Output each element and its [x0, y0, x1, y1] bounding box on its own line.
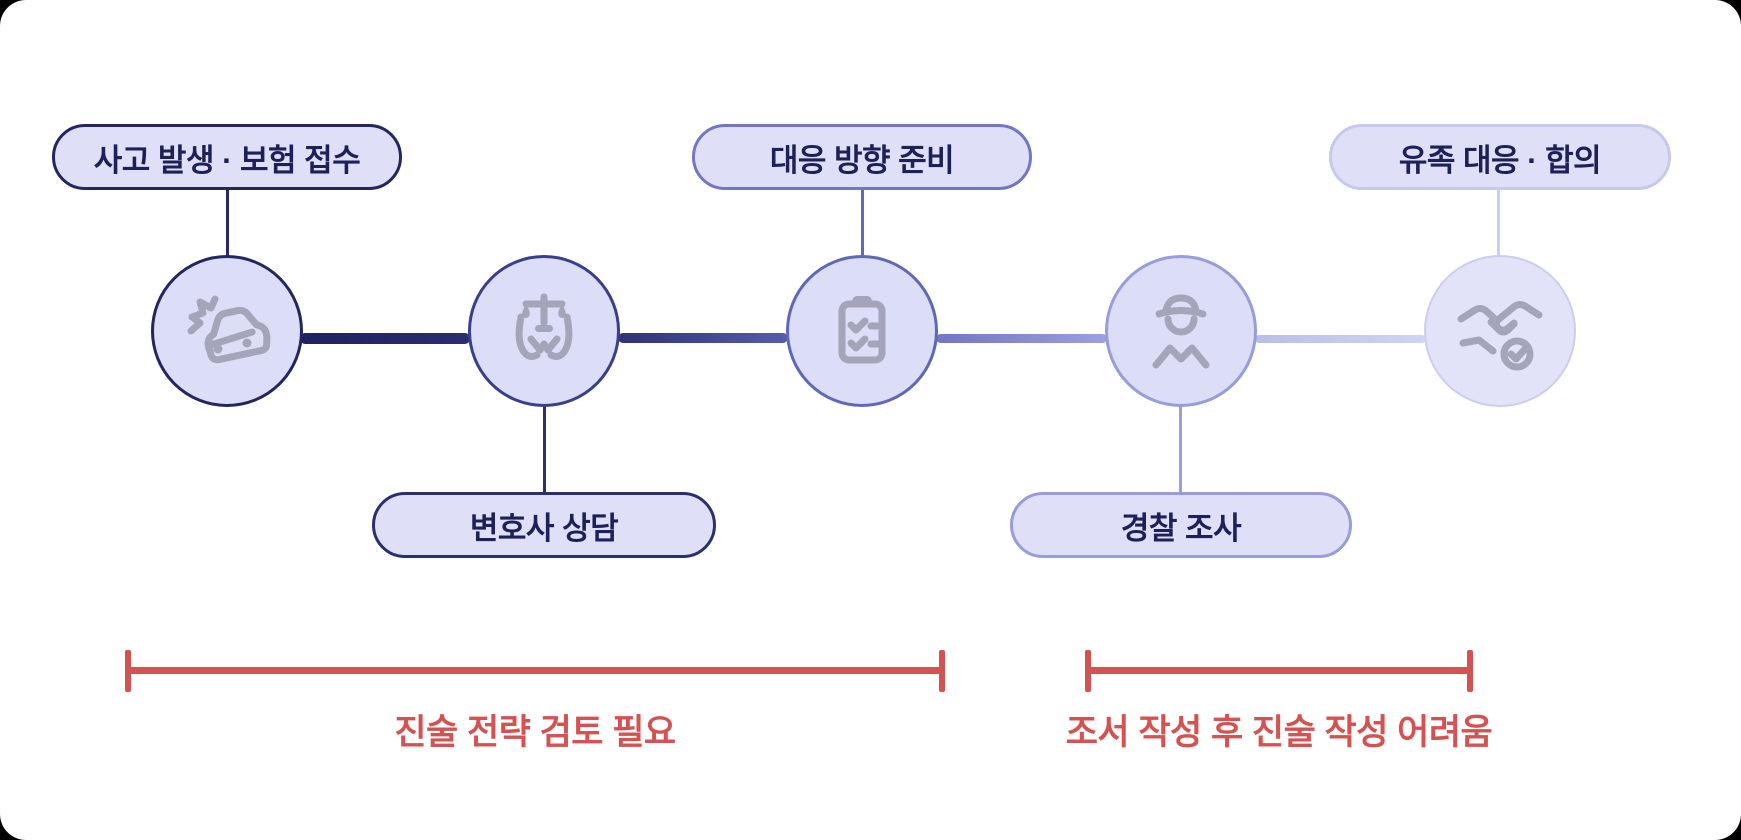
step-label-accident-insurance: 사고 발생 · 보험 접수: [52, 124, 402, 190]
bracket-cap: [1467, 650, 1473, 692]
timeline-segment-2-3: [618, 333, 788, 343]
step-node-lawyer: [468, 255, 620, 407]
connector-accident-label: [226, 190, 229, 256]
timeline-segment-3-4: [936, 334, 1107, 343]
police-officer-icon: [1152, 294, 1210, 369]
connector-lawyer-label: [543, 406, 546, 494]
step-label-response-prep: 대응 방향 준비: [692, 124, 1032, 190]
step-label-text: 사고 발생 · 보험 접수: [93, 142, 361, 178]
step-node-settlement: [1424, 255, 1576, 407]
timeline-segment-4-5: [1255, 335, 1426, 343]
annotation-bracket-protocol-difficulty: [1085, 650, 1473, 692]
annotation-bracket-statement-strategy: [125, 650, 945, 692]
clipboard-check-icon: [838, 296, 886, 364]
timeline-segment-1-2: [300, 333, 470, 344]
step-label-family-settlement: 유족 대응 · 합의: [1329, 124, 1671, 190]
step-node-response-prep: [786, 255, 938, 407]
step-label-text: 유족 대응 · 합의: [1398, 142, 1602, 178]
scales-hands-icon: [515, 293, 573, 360]
step-label-text: 변호사 상담: [469, 510, 619, 546]
step-label-police-investigation: 경찰 조사: [1010, 492, 1352, 558]
car-crash-icon: [187, 295, 271, 364]
connector-response-label: [861, 190, 864, 256]
step-node-police: [1105, 255, 1257, 407]
connector-police-label: [1179, 406, 1182, 494]
connector-settlement-label: [1497, 190, 1500, 256]
handshake-check-icon: [1457, 301, 1543, 371]
bracket-bar: [125, 667, 945, 674]
annotation-text-statement-strategy: 진술 전략 검토 필요: [394, 713, 676, 752]
bracket-cap: [939, 650, 945, 692]
annotation-text-protocol-difficulty: 조서 작성 후 진술 작성 어려움: [1065, 713, 1493, 752]
step-label-text: 경찰 조사: [1120, 510, 1242, 546]
bracket-bar: [1085, 667, 1473, 674]
step-label-lawyer-consult: 변호사 상담: [372, 492, 716, 558]
step-node-accident: [151, 255, 303, 407]
step-label-text: 대응 방향 준비: [769, 142, 955, 178]
